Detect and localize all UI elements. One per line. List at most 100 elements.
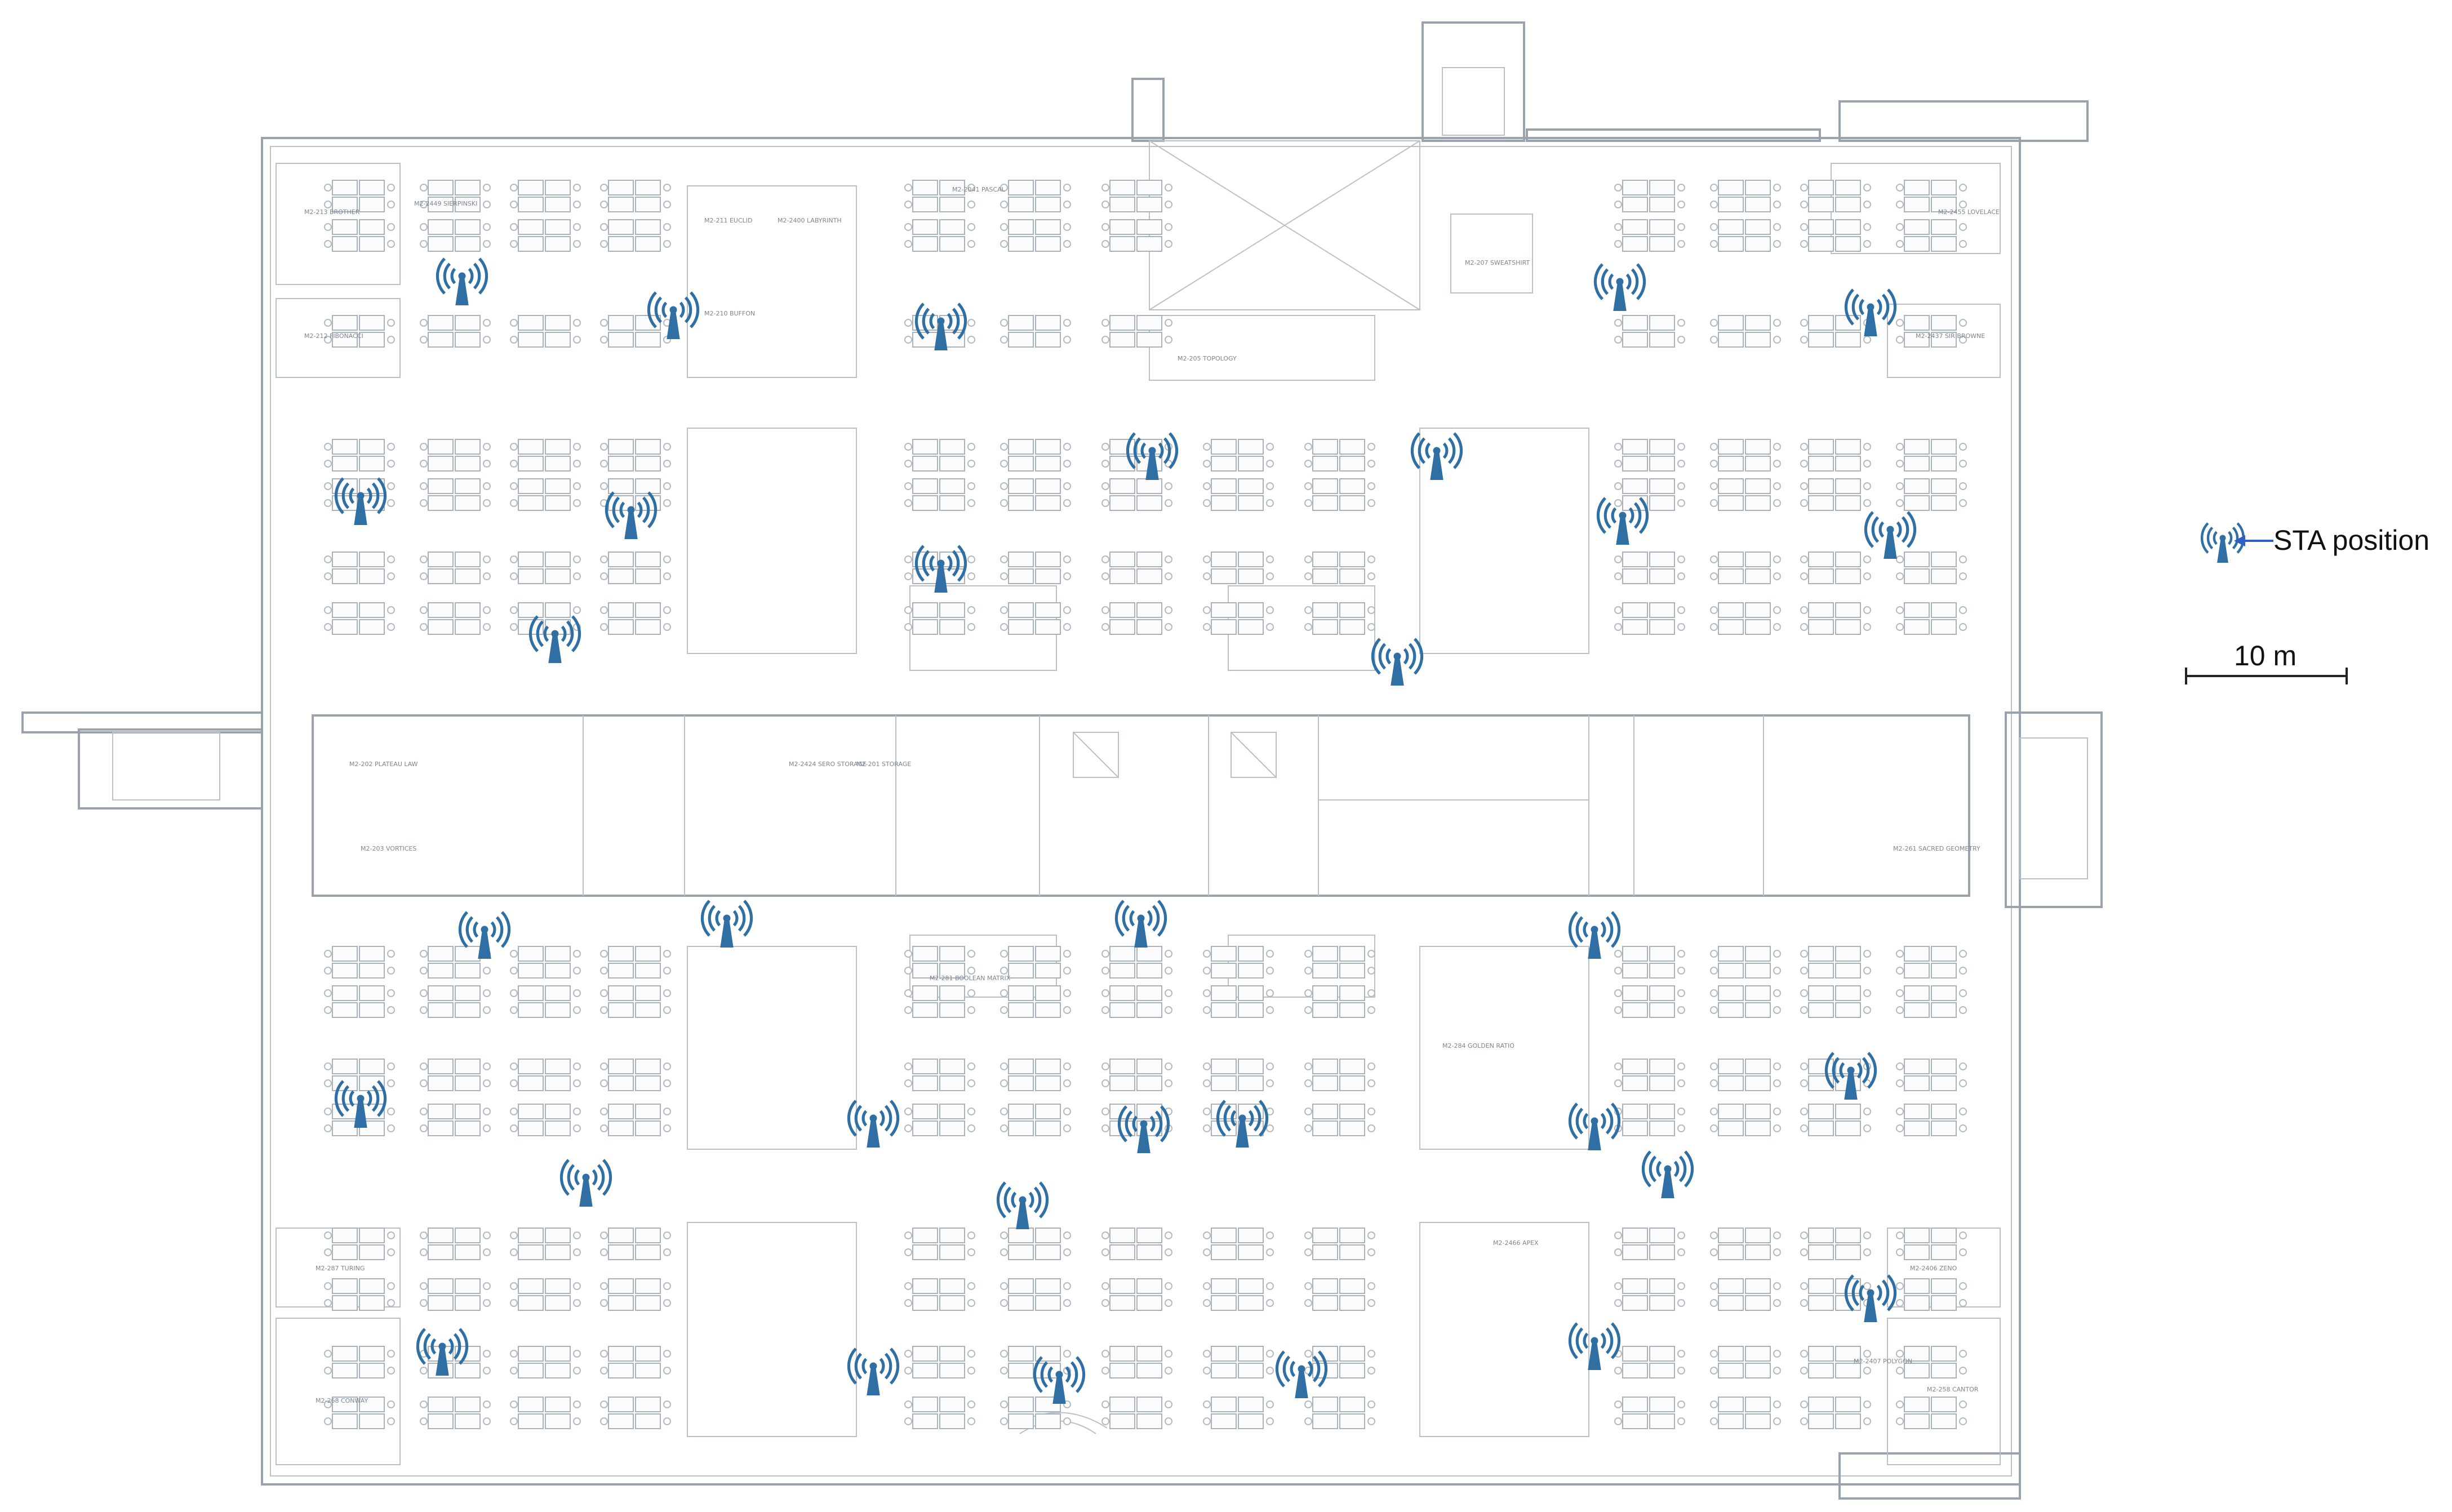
desk-cluster xyxy=(1304,478,1375,511)
desk-cluster xyxy=(420,552,491,584)
desk-cluster xyxy=(1101,1228,1172,1260)
desk-cluster xyxy=(1304,1278,1375,1311)
sta-marker xyxy=(1568,1322,1621,1370)
desk-cluster xyxy=(1101,315,1172,348)
sta-marker xyxy=(647,291,700,339)
desk-cluster xyxy=(510,439,581,472)
desk-cluster xyxy=(1800,946,1871,979)
legend xyxy=(2200,522,2273,563)
desk-cluster xyxy=(1710,985,1781,1018)
desk-cluster xyxy=(1000,1397,1071,1429)
desk-cluster xyxy=(1710,602,1781,635)
desk-cluster xyxy=(1896,439,1967,472)
sta-marker xyxy=(1117,1105,1170,1153)
room-label: M2-202 PLATEAU LAW xyxy=(349,761,418,768)
desk-cluster xyxy=(1304,985,1375,1018)
desk-cluster xyxy=(510,478,581,511)
desk-cluster xyxy=(1614,478,1685,511)
desk-cluster xyxy=(324,985,395,1018)
desk-cluster xyxy=(510,315,581,348)
desk-cluster xyxy=(600,985,671,1018)
desk-cluster xyxy=(904,219,975,252)
desk-cluster xyxy=(324,315,395,348)
desk-cluster xyxy=(1000,1346,1071,1378)
legend-label: STA position xyxy=(2273,524,2430,556)
room-label: M2-268 CONWAY xyxy=(316,1397,368,1404)
desk-cluster xyxy=(1203,1278,1274,1311)
desk-cluster xyxy=(510,1104,581,1136)
desk-cluster xyxy=(1000,1228,1071,1260)
desk-cluster xyxy=(904,1104,975,1136)
desk-cluster xyxy=(1800,985,1871,1018)
desk-cluster xyxy=(1710,219,1781,252)
desk-cluster xyxy=(1800,1104,1871,1136)
desk-cluster xyxy=(1000,439,1071,472)
desk-cluster xyxy=(324,219,395,252)
desk-cluster xyxy=(420,985,491,1018)
desk-cluster xyxy=(1710,478,1781,511)
desk-cluster xyxy=(1000,1278,1071,1311)
desk-cluster xyxy=(510,1278,581,1311)
desk-cluster xyxy=(1614,602,1685,635)
desk-cluster xyxy=(1000,985,1071,1018)
desk-cluster xyxy=(1710,1397,1781,1429)
desk-cluster xyxy=(1800,1059,1871,1091)
desk-cluster xyxy=(904,1346,975,1378)
desk-cluster xyxy=(324,1397,395,1429)
desk-cluster xyxy=(600,219,671,252)
desk-cluster xyxy=(1203,478,1274,511)
desk-cluster xyxy=(1896,946,1967,979)
desk-cluster xyxy=(1896,1228,1967,1260)
desk-cluster xyxy=(1203,1397,1274,1429)
desk-cluster xyxy=(1710,315,1781,348)
desk-cluster xyxy=(510,552,581,584)
sta-marker xyxy=(334,477,387,525)
desk-cluster xyxy=(1614,552,1685,584)
desk-cluster xyxy=(1101,552,1172,584)
desk-cluster xyxy=(600,439,671,472)
desk-clusters xyxy=(324,180,1967,1429)
desk-cluster xyxy=(510,219,581,252)
desk-cluster xyxy=(1203,946,1274,979)
desk-cluster xyxy=(600,315,671,348)
desk-cluster xyxy=(420,602,491,635)
desk-cluster xyxy=(1203,552,1274,584)
sta-marker xyxy=(1371,638,1424,686)
desk-cluster xyxy=(1710,1228,1781,1260)
desk-cluster xyxy=(1304,1228,1375,1260)
desk-cluster xyxy=(1710,1278,1781,1311)
desk-cluster xyxy=(1304,946,1375,979)
sta-marker xyxy=(559,1159,612,1207)
building-outline xyxy=(21,21,2103,1500)
desk-cluster xyxy=(1000,180,1071,212)
desk-cluster xyxy=(1304,439,1375,472)
room-label: M2-210 BUFFON xyxy=(704,310,755,317)
sta-marker xyxy=(605,491,658,539)
antenna-icon xyxy=(2200,522,2245,563)
room-label: M2-281 BOOLEAN MATRIX xyxy=(930,975,1011,982)
desk-cluster xyxy=(1896,1278,1967,1311)
desk-cluster xyxy=(1896,1104,1967,1136)
desk-cluster xyxy=(510,1346,581,1378)
desk-cluster xyxy=(1800,219,1871,252)
desk-cluster xyxy=(904,1059,975,1091)
sta-marker xyxy=(1033,1356,1086,1404)
desk-cluster xyxy=(1000,1104,1071,1136)
desk-cluster xyxy=(1896,219,1967,252)
desk-cluster xyxy=(1304,1059,1375,1091)
desk-cluster xyxy=(1800,1397,1871,1429)
desk-cluster xyxy=(904,1397,975,1429)
desk-cluster xyxy=(1800,602,1871,635)
desk-cluster xyxy=(510,1397,581,1429)
desk-cluster xyxy=(1614,1346,1685,1378)
desk-cluster xyxy=(1710,439,1781,472)
sta-marker xyxy=(847,1348,900,1395)
desk-cluster xyxy=(1896,552,1967,584)
desk-cluster xyxy=(1203,1228,1274,1260)
desk-cluster xyxy=(600,946,671,979)
desk-cluster xyxy=(1800,1346,1871,1378)
desk-cluster xyxy=(1800,552,1871,584)
desk-cluster xyxy=(1000,1059,1071,1091)
